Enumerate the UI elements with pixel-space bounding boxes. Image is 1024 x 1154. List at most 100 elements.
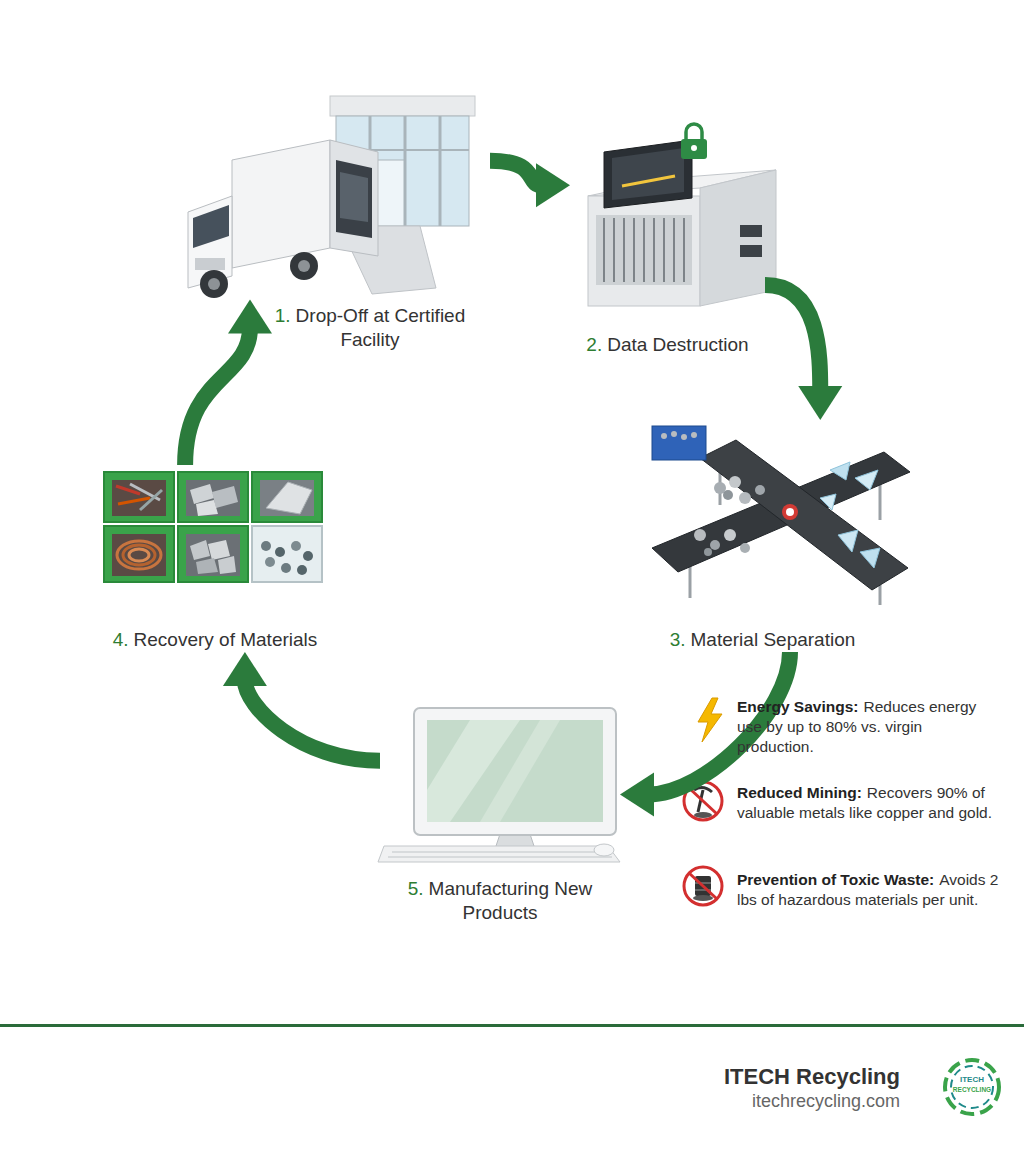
benefit-heading: Prevention of Toxic Waste:: [737, 871, 934, 888]
lock-icon-part: [691, 145, 697, 151]
text-block: RECYCLING: [947, 1085, 997, 1094]
material-bins-part: [129, 549, 149, 561]
material-bins-part: [104, 526, 174, 582]
material-bins-part: [186, 480, 240, 516]
sorting-conveyor-part: [830, 462, 850, 480]
text-block: Prevention of Toxic Waste:Avoids 2 lbs o…: [737, 870, 1002, 910]
arrow-head: [536, 163, 570, 207]
sorting-conveyor: [652, 426, 910, 605]
material-bins-part: [112, 534, 166, 576]
material-bins-part: [196, 500, 218, 516]
data-shredder-part: [612, 148, 684, 200]
delivery-truck-part: [290, 252, 318, 280]
logo-text: ITECH: [960, 1075, 984, 1084]
data-shredder-part: [623, 218, 625, 282]
step-number: 5.: [408, 878, 424, 899]
sorting-conveyor-part: [879, 585, 882, 605]
data-shredder-part: [633, 218, 635, 282]
flow-arrow: [185, 300, 272, 465]
data-shredder-part: [740, 245, 762, 257]
delivery-truck: [188, 140, 378, 298]
data-shredder-part: [663, 218, 665, 282]
material-bins-part: [117, 541, 161, 569]
material-bins: [104, 472, 322, 582]
material-bins-part: [178, 526, 248, 582]
sorting-conveyor-part: [820, 494, 836, 510]
material-bins-part: [190, 540, 210, 560]
no-toxic-icon-part: [689, 873, 717, 899]
step-caption: 1.Drop-Off at Certified Facility: [260, 304, 480, 352]
new-computer-part: [594, 844, 614, 856]
data-shredder: [588, 140, 776, 306]
delivery-truck-part: [340, 172, 368, 222]
brand-logo-part: [945, 1060, 999, 1114]
step-title: Drop-Off at Certified Facility: [296, 305, 466, 350]
new-computer-part: [388, 856, 612, 858]
sorting-conveyor-part: [782, 504, 798, 520]
step-title: Data Destruction: [607, 334, 749, 355]
text-block: Energy Savings:Reduces energy use by up …: [737, 697, 1002, 757]
material-bins-part: [281, 563, 291, 573]
data-shredder-part: [653, 218, 655, 282]
delivery-truck-part: [330, 140, 378, 256]
delivery-truck-part: [195, 258, 225, 270]
sorting-conveyor-part: [704, 548, 712, 556]
material-bins-part: [208, 540, 230, 560]
delivery-truck-part: [208, 278, 220, 290]
data-shredder-part: [700, 170, 776, 306]
process-step: 5.Manufacturing New Products: [380, 700, 620, 925]
delivery-truck-part: [200, 270, 228, 298]
material-bins-part: [186, 534, 240, 576]
sorting-conveyor-part: [729, 476, 741, 488]
data-shredder-part: [673, 218, 675, 282]
sorting-conveyor-part: [739, 492, 751, 504]
data-shredder-part: [604, 140, 692, 208]
sorting-conveyor-part: [855, 470, 878, 490]
arrow-head: [620, 773, 654, 817]
sorting-conveyor-part: [723, 490, 733, 500]
benefit-heading: Reduced Mining:: [737, 784, 862, 801]
no-mining-icon-part: [694, 812, 712, 818]
step-number: 2.: [586, 334, 602, 355]
lightning-icon-part: [698, 698, 722, 742]
benefit-heading: Energy Savings:: [737, 698, 858, 715]
delivery-truck-part: [298, 260, 310, 272]
material-bins-part: [212, 486, 238, 508]
lock-icon: [681, 124, 707, 159]
no-toxic-icon-part: [693, 895, 713, 901]
sorting-conveyor-part: [691, 432, 697, 438]
material-bins-part: [303, 551, 313, 561]
footer-rule: [0, 1024, 1024, 1027]
material-bins-part: [140, 490, 162, 510]
step-title: Recovery of Materials: [134, 629, 318, 650]
new-computer-part: [392, 851, 606, 853]
material-bins-part: [252, 472, 322, 522]
data-shredder-part: [588, 196, 700, 306]
arrow-shaft: [185, 328, 250, 465]
arrow-head: [798, 386, 842, 420]
new-computer-part: [480, 720, 560, 822]
step-number: 3.: [670, 629, 686, 650]
text-block: Reduced Mining:Recovers 90% of valuable …: [737, 783, 1002, 823]
material-bins-part: [112, 480, 166, 516]
material-bins-part: [218, 556, 236, 574]
data-shredder-part: [603, 218, 605, 282]
data-shredder-part: [643, 218, 645, 282]
footer-rule-part: [0, 1024, 1024, 1027]
lock-icon-part: [681, 139, 707, 159]
brand-logo: [945, 1060, 999, 1114]
delivery-truck-part: [193, 205, 229, 248]
material-bins-part: [297, 565, 307, 575]
delivery-truck-part: [232, 140, 330, 268]
step-caption: 3.Material Separation: [633, 628, 893, 652]
new-computer-part: [414, 708, 616, 835]
data-shredder-part: [596, 215, 692, 285]
material-bins-part: [261, 541, 271, 551]
arrow-head: [223, 652, 267, 686]
process-step: 4.Recovery of Materials: [100, 465, 330, 652]
delivery-truck-part: [336, 160, 372, 238]
flow-arrow: [765, 285, 842, 420]
data-shredder-part: [613, 218, 615, 282]
